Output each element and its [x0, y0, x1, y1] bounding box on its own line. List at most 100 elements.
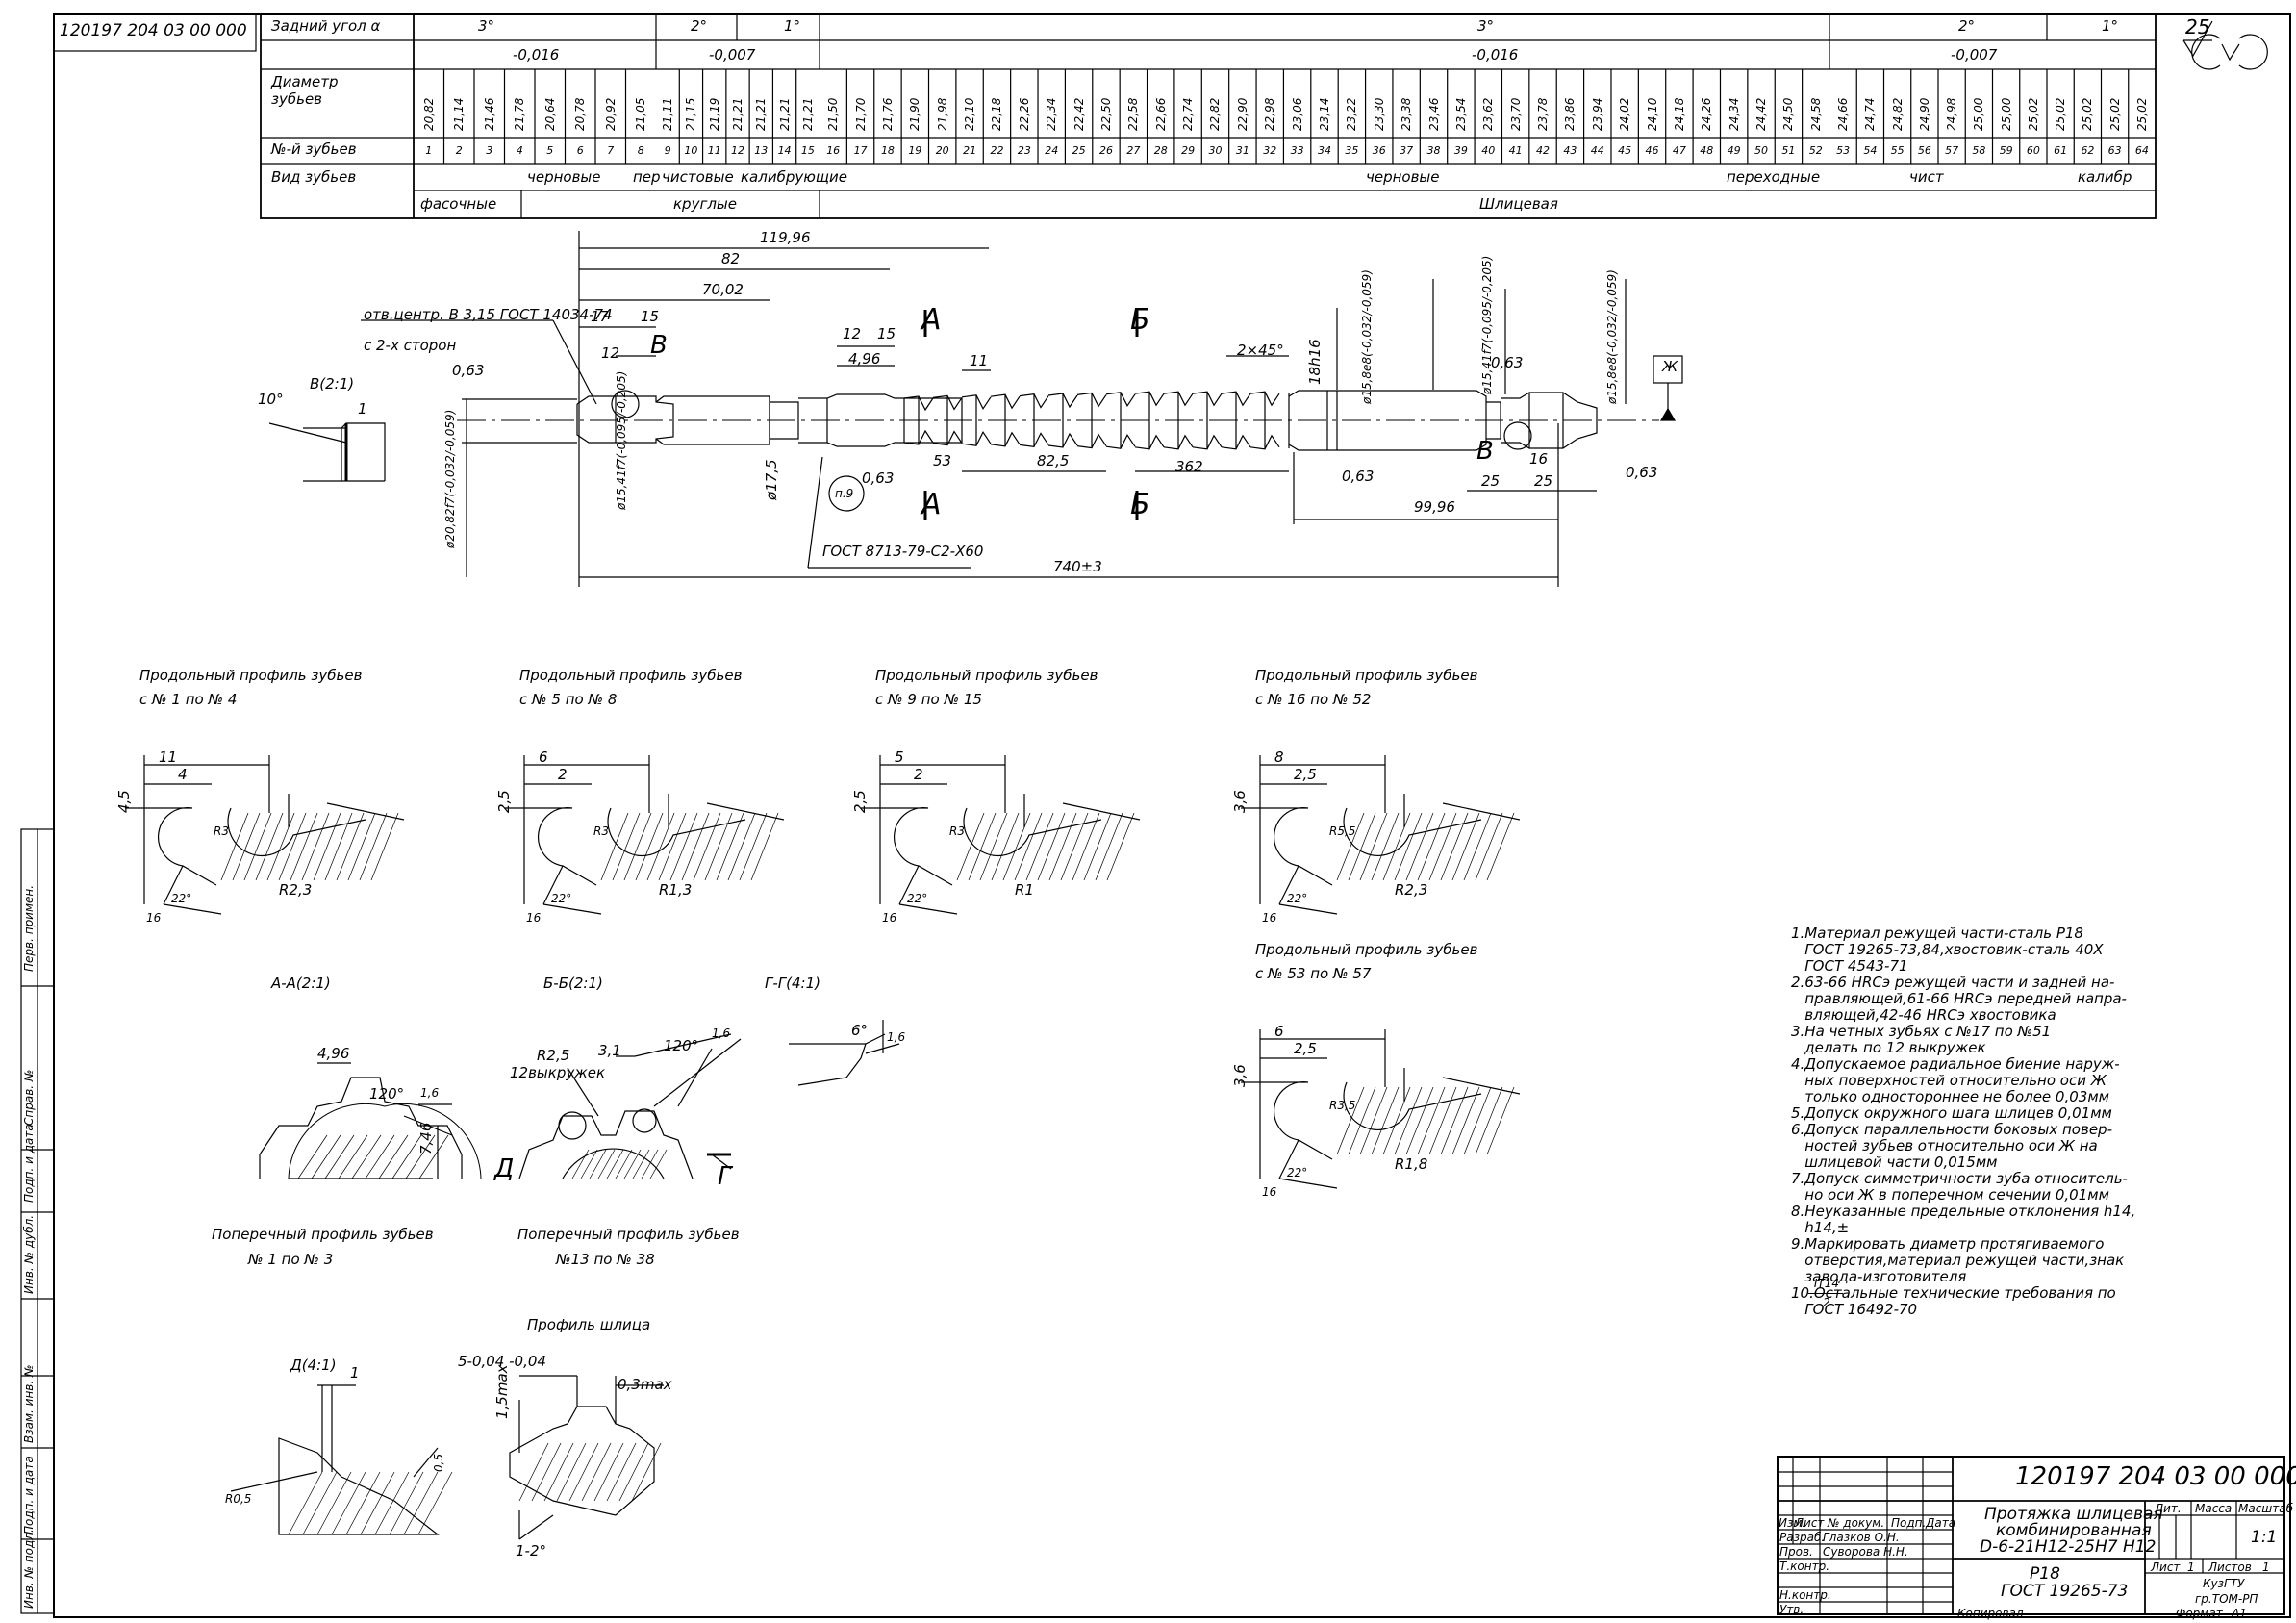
profile-title: Продольный профиль зубьев [875, 667, 1098, 684]
diameter-cell: 24,10 [1645, 97, 1659, 131]
tooth-number-cell: 31 [1235, 144, 1249, 157]
tooth-number-cell: 25 [1072, 144, 1086, 157]
bb-rough: 1,6 [712, 1027, 731, 1040]
rough-a: 0,63 [452, 362, 485, 379]
note-line: только одностороннее не более 0,03мм [1791, 1088, 2109, 1105]
note-line: 1.Материал режущей части-сталь Р18 [1791, 925, 2083, 942]
profile-height: 3,6 [1231, 790, 1249, 813]
doc-number: 120197 204 03 00 000 [2015, 1462, 2296, 1491]
profile-width: 6 [1274, 1023, 1284, 1040]
dim-12a: 12 [601, 344, 620, 362]
diameter-cell: 24,58 [1808, 97, 1823, 131]
diameter-cell: 23,54 [1453, 97, 1468, 131]
kind-rough2: черновые [1366, 168, 1440, 186]
bb-angle: 120° [664, 1037, 699, 1054]
profile-radius1: R3 [949, 824, 965, 838]
profile-tooth-len: 2 [914, 766, 923, 783]
aa-angle: 120° [369, 1085, 405, 1103]
datum-zh: Ж [1662, 358, 1678, 375]
diameter-cell: 21,15 [684, 97, 698, 131]
profile-radius2: R1 [1015, 881, 1034, 899]
profile-title: Продольный профиль зубьев [519, 667, 743, 684]
diameter-cell: 24,82 [1890, 97, 1905, 131]
tooth-number-cell: 53 [1836, 144, 1851, 157]
diameter-cell: 20,64 [542, 97, 557, 131]
detail-d-label: Д(4:1) [290, 1357, 337, 1374]
diameter-cell: 22,34 [1045, 97, 1059, 131]
note-line: 3.На четных зубьях с №17 по №51 [1791, 1023, 2052, 1040]
angle-3a: 3° [478, 17, 495, 35]
dim-15b: 15 [877, 325, 896, 342]
diameter-cell: 22,10 [963, 97, 977, 131]
tooth-number-cell: 10 [684, 144, 698, 157]
tooth-number-cell: 30 [1208, 144, 1223, 157]
material2: ГОСТ 19265-73 [2001, 1582, 2129, 1601]
note-line: 7.Допуск симметричности зуба относитель- [1791, 1170, 2128, 1187]
diameter-cell: 24,98 [1945, 97, 1959, 131]
dia-left2: ø15,41f7(-0,095/-0,205) [615, 370, 628, 510]
section-bb-label: Б-Б(2:1) [543, 975, 603, 992]
table-row-diameter: Диаметр зубьев [271, 73, 339, 108]
stamp-sign1: Подп. и дата [22, 1124, 36, 1203]
note-line: 9.Маркировать диаметр протягиваемого [1791, 1235, 2105, 1253]
tb-role-chk: Пров. [1779, 1545, 1813, 1559]
tooth-number-cell: 63 [2107, 144, 2122, 157]
tooth-number-cell: 46 [1645, 144, 1659, 157]
diameter-cell: 22,66 [1153, 97, 1168, 131]
note-line: 10.Остальные технические требования по [1791, 1284, 2116, 1302]
tooth-number-cell: 34 [1317, 144, 1331, 157]
note-line: завода-изготовителя [1791, 1268, 1967, 1285]
dia-left: ø20,82f7(-0,032/-0,059) [443, 409, 457, 548]
kind-trans1: пер [633, 168, 661, 186]
profile-rough: 16 [1262, 911, 1277, 925]
tooth-number-cell: 3 [486, 144, 493, 157]
tooth-number-cell: 23 [1017, 144, 1031, 157]
angle-2b: 2° [1958, 17, 1976, 35]
diameter-cell: 22,98 [1263, 97, 1277, 131]
doc-name3: D-6-21H12-25H7 H12 [1980, 1537, 2157, 1557]
diameter-cell: 25,00 [1999, 97, 2013, 131]
diameter-cell: 22,42 [1072, 97, 1086, 131]
tooth-number-cell: 43 [1563, 144, 1577, 157]
note-line: h14,± [1791, 1219, 1850, 1236]
item-9: п.9 [835, 487, 854, 500]
diameter-cell: 24,50 [1781, 97, 1796, 131]
note-line: ГОСТ 4543-71 [1791, 957, 1908, 975]
dim-15a: 15 [641, 308, 660, 325]
tooth-number-cell: 32 [1263, 144, 1277, 157]
tb-sheet-n: 1 [2187, 1560, 2195, 1574]
note-line: отверстия,материал режущей части,знак [1791, 1252, 2125, 1269]
tol-c: -0,016 [1472, 46, 1519, 63]
profile-title: Продольный профиль зубьев [139, 667, 363, 684]
material1: Р18 [2030, 1564, 2060, 1584]
tooth-number-cell: 40 [1481, 144, 1496, 157]
detail-v-right: В [1476, 437, 1494, 466]
kind-chamfer: фасочные [420, 195, 497, 213]
it-num: IT14 [1813, 1277, 1840, 1290]
profile-rough: 16 [526, 911, 542, 925]
tooth-number-cell: 9 [664, 144, 671, 157]
dim-53: 53 [933, 452, 952, 469]
diameter-cell: 22,58 [1126, 97, 1141, 131]
tooth-number-cell: 39 [1453, 144, 1468, 157]
diameter-cell: 21,90 [908, 97, 922, 131]
tooth-number-cell: 44 [1590, 144, 1604, 157]
stamp-sign2: Подп. и дата [22, 1456, 36, 1534]
dim-740: 740±3 [1053, 558, 1102, 575]
note-line: шлицевой части 0,015мм [1791, 1154, 1998, 1171]
detail-v-label: В(2:1) [310, 375, 355, 393]
profile-width: 5 [895, 748, 904, 766]
diameter-cell: 23,94 [1590, 97, 1604, 131]
table-row-number: №-й зубьев [271, 140, 357, 158]
cut-g: Г [718, 1162, 732, 1191]
tooth-number-cell: 47 [1672, 144, 1686, 157]
tb-role-nc: Н.контр. [1779, 1588, 1831, 1602]
profile-subtitle: с № 16 по № 52 [1255, 691, 1372, 708]
dim-25a: 25 [1481, 472, 1501, 490]
tol-b: -0,007 [709, 46, 756, 63]
tooth-number-cell: 38 [1426, 144, 1441, 157]
profile-radius2: R2,3 [279, 881, 313, 899]
diameter-cell: 21,11 [661, 97, 675, 131]
tb-role-app: Утв. [1779, 1603, 1804, 1616]
tb-mass: Масса [2195, 1502, 2233, 1515]
